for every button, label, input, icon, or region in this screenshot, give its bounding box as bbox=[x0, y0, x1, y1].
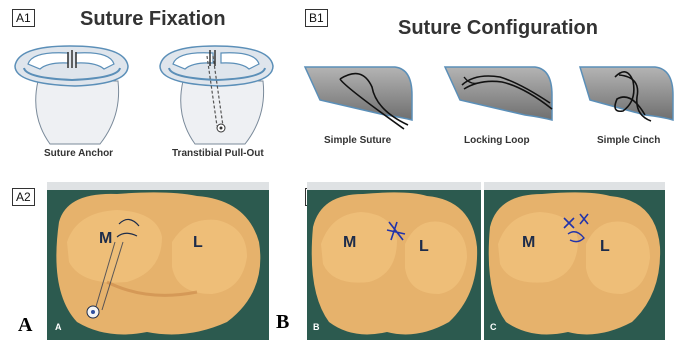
caption-simple-suture: Simple Suture bbox=[324, 135, 391, 146]
caption-locking-loop: Locking Loop bbox=[464, 135, 530, 146]
photo-letter-a: A bbox=[55, 322, 62, 332]
simple-suture-diagram bbox=[305, 67, 412, 129]
title-suture-fixation: Suture Fixation bbox=[80, 8, 226, 31]
specimen-photo-c: M L C bbox=[484, 182, 665, 340]
caption-suture-anchor: Suture Anchor bbox=[44, 148, 113, 159]
simple-cinch-diagram bbox=[580, 67, 673, 121]
section-label-b1: B1 bbox=[305, 9, 328, 27]
lateral-label-a: L bbox=[193, 234, 203, 252]
medial-label-c: M bbox=[522, 234, 535, 252]
photo-letter-c: C bbox=[490, 322, 497, 332]
medial-label-b: M bbox=[343, 234, 356, 252]
section-label-a1: A1 bbox=[12, 9, 35, 27]
specimen-photo-a: M L A bbox=[47, 182, 269, 340]
caption-transtibial: Transtibial Pull-Out bbox=[172, 148, 264, 159]
specimen-photo-b: M L B bbox=[307, 182, 481, 340]
caption-simple-cinch: Simple Cinch bbox=[597, 135, 660, 146]
suture-fixation-illustrations bbox=[10, 36, 300, 156]
section-label-a2: A2 bbox=[12, 188, 35, 206]
lateral-label-c: L bbox=[600, 238, 610, 256]
panel-letter-b: B bbox=[276, 311, 289, 334]
lateral-label-b: L bbox=[419, 238, 429, 256]
locking-loop-diagram bbox=[445, 67, 552, 120]
suture-anchor-diagram bbox=[15, 46, 128, 144]
panel-letter-a: A bbox=[18, 314, 32, 337]
photo-letter-b: B bbox=[313, 322, 320, 332]
transtibial-diagram bbox=[160, 46, 273, 144]
medial-label-a: M bbox=[99, 230, 112, 248]
suture-configuration-illustrations bbox=[300, 55, 679, 135]
title-suture-configuration: Suture Configuration bbox=[398, 17, 598, 40]
